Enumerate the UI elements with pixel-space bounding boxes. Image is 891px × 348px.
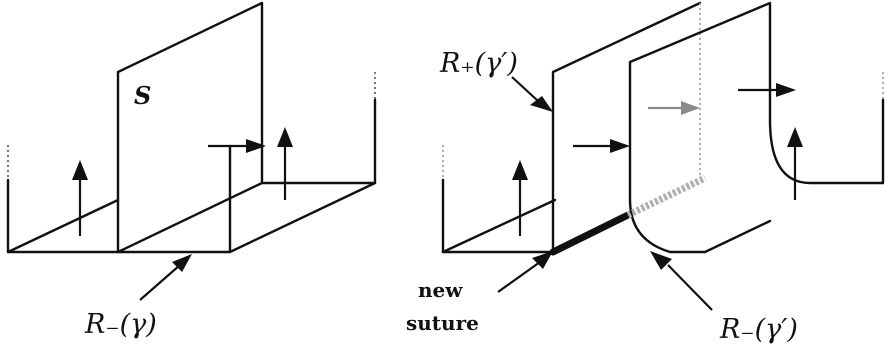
pointer-suture-head — [532, 251, 553, 269]
pointer-suture — [497, 261, 541, 293]
floor-front-right — [628, 198, 772, 254]
sheet-second-curve — [768, 118, 885, 185]
left-panel: S R₋(γ) — [6, 1, 377, 340]
sheet-r-plus — [551, 1, 702, 254]
r-minus-gamma-label: R₋(γ) — [84, 309, 157, 340]
pointer-r-plus — [511, 76, 539, 102]
normal-arrow-head — [246, 139, 266, 153]
surface-s-base — [116, 181, 264, 254]
sheet-second — [628, 1, 772, 202]
pointer-r-minus — [667, 264, 713, 311]
floor-back-edge — [6, 198, 120, 254]
up-arrow-a-head — [512, 160, 528, 180]
pointer-arrow-left-head — [172, 254, 192, 272]
surface-s — [116, 1, 264, 254]
right-arrow-2-head — [776, 83, 796, 97]
new-label: new — [418, 278, 463, 302]
surface-label: S — [134, 81, 151, 110]
right-arrow-1-head — [610, 139, 630, 153]
up-arrow-right-head — [277, 127, 293, 147]
right-arrow-grey-head — [681, 101, 700, 115]
pointer-r-minus-head — [650, 251, 672, 270]
suture-label: suture — [406, 311, 479, 335]
floor-back-edge — [441, 198, 557, 254]
new-suture-shaded — [626, 174, 707, 219]
pointer-r-plus-head — [530, 96, 553, 112]
r-plus-gamma-prime-label: R₊(γ′) — [439, 48, 518, 79]
up-arrow-left-head — [72, 160, 88, 180]
up-arrow-b-head — [787, 127, 803, 147]
pointer-arrow-left — [139, 264, 181, 301]
r-minus-gamma-prime-label: R₋(γ′) — [719, 314, 798, 345]
new-suture-dark — [549, 211, 632, 256]
right-panel: R₊(γ′) new suture R₋(γ′) — [406, 1, 885, 345]
